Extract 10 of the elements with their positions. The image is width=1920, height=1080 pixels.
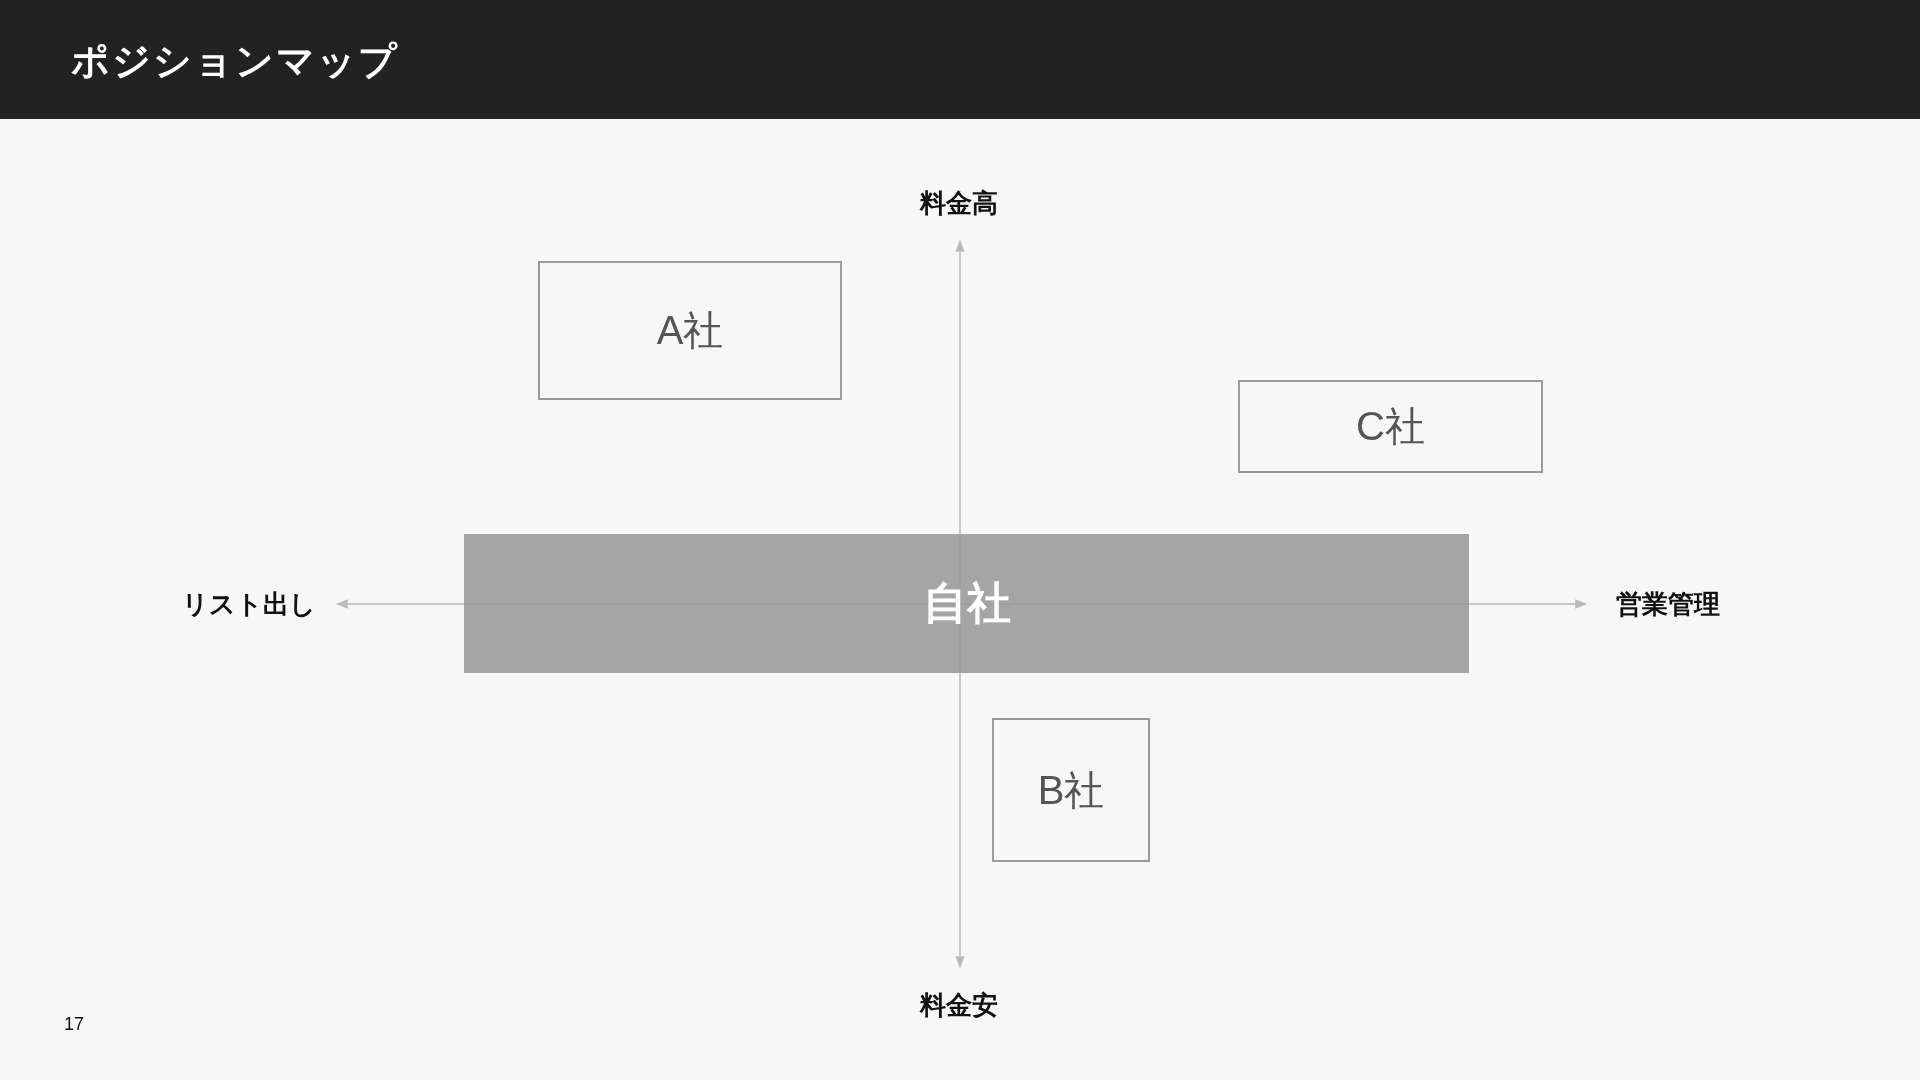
company-box: C社 — [1238, 380, 1543, 473]
company-box: B社 — [992, 718, 1150, 862]
company-box: A社 — [538, 261, 842, 400]
own-company-bar: 自社 — [464, 534, 1469, 673]
page-number: 17 — [64, 1014, 85, 1035]
axis-label: 料金高 — [920, 187, 998, 220]
axis-label: 料金安 — [920, 989, 998, 1022]
axis-label: リスト出し — [182, 588, 316, 621]
slide-title: ポジションマップ — [71, 39, 399, 84]
axis-label: 営業管理 — [1616, 588, 1720, 621]
